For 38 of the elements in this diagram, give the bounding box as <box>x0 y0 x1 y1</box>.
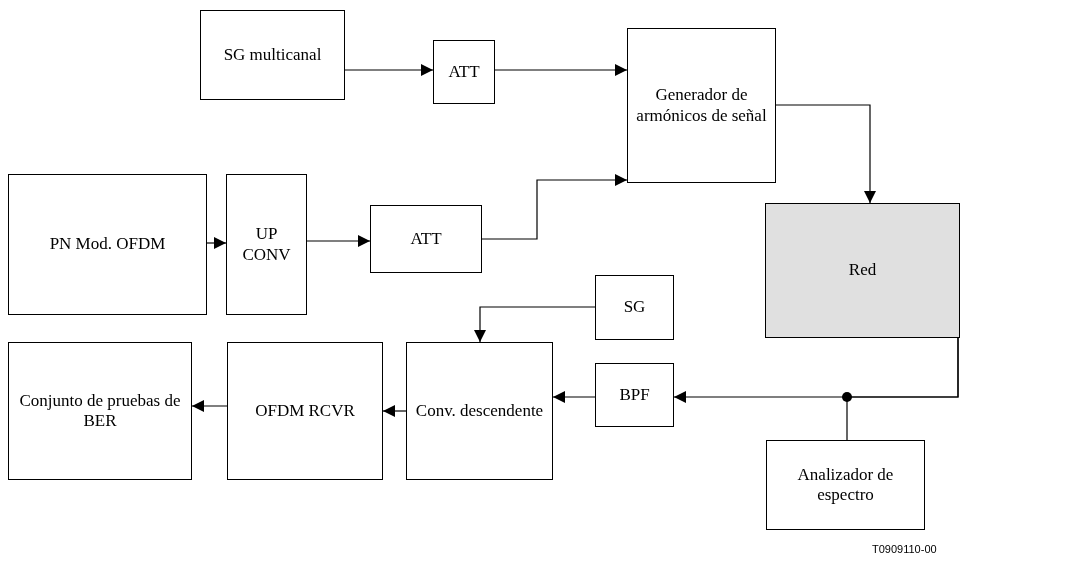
box-label: SG <box>623 297 646 318</box>
box-label: SG multicanal <box>223 44 322 66</box>
box-label: UP CONV <box>241 224 292 265</box>
process-box <box>8 342 192 480</box>
box-label: ATT <box>410 228 442 250</box>
process-box <box>595 275 674 340</box>
process-box <box>595 363 674 427</box>
box-label: Generador de armónicos de señal <box>635 85 768 126</box>
process-box <box>227 342 383 480</box>
arrow <box>206 237 227 249</box>
arrow <box>382 405 407 417</box>
process-box <box>226 174 307 315</box>
box-label: Analizador de espectro <box>796 464 895 506</box>
process-box <box>370 205 482 273</box>
box-label: BPF <box>619 384 650 406</box>
box-label: ATT <box>448 61 480 83</box>
process-box <box>433 40 495 104</box>
arrow <box>306 235 371 247</box>
arrow <box>494 64 628 76</box>
box-label: Conjunto de pruebas de BER <box>18 390 182 432</box>
process-box <box>627 28 776 183</box>
figure-id: T0909110-00 <box>872 543 937 555</box>
arrow <box>191 400 228 412</box>
process-box <box>406 342 553 480</box>
arrow <box>344 64 434 76</box>
arrow <box>552 391 596 403</box>
process-box <box>8 174 207 315</box>
arrow <box>775 104 876 204</box>
network-box <box>765 203 960 338</box>
box-label: Conv. descendente <box>415 400 544 422</box>
arrow <box>474 306 596 343</box>
connector-line <box>846 337 959 441</box>
box-label: OFDM RCVR <box>255 400 355 422</box>
box-label: PN Mod. OFDM <box>49 234 166 255</box>
box-label: Red <box>848 260 877 281</box>
process-box <box>200 10 345 100</box>
process-box <box>766 440 925 530</box>
arrow <box>481 174 628 240</box>
